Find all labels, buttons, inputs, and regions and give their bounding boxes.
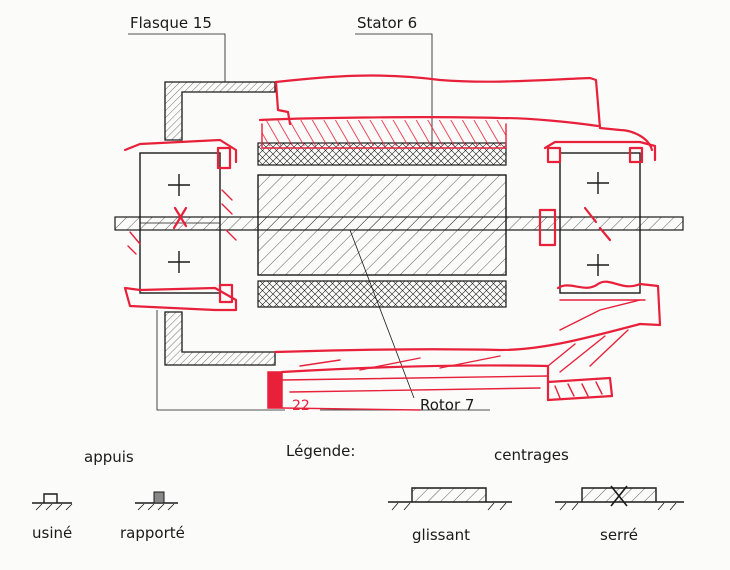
legend-usine: usiné [32, 524, 72, 542]
stator-winding-bottom [257, 280, 507, 308]
legend: appuis Légende: centrages usiné rapporté… [32, 442, 684, 544]
right-bearing [559, 152, 641, 294]
label-rotor: Rotor 7 [420, 396, 474, 414]
symbol-serre [555, 485, 684, 511]
red-annotations: 22 [123, 74, 662, 414]
legend-glissant: glissant [412, 526, 470, 544]
symbol-rapporte [135, 491, 178, 511]
rotor-core [257, 174, 507, 276]
label-stator: Stator 6 [357, 14, 417, 32]
left-bearing [139, 152, 221, 294]
handwritten-22: 22 [292, 398, 310, 414]
left-flange [164, 81, 276, 366]
stator-winding-top [257, 142, 507, 166]
legend-centrages: centrages [494, 446, 569, 464]
label-flasque: Flasque 15 [130, 14, 212, 32]
legend-title: Légende: [286, 442, 355, 460]
symbol-glissant [388, 487, 512, 511]
red-stator-hatch [262, 120, 506, 146]
legend-rapporte: rapporté [120, 524, 185, 542]
symbol-usine [32, 493, 73, 511]
legend-appuis: appuis [84, 448, 134, 466]
legend-serre: serré [600, 526, 638, 544]
